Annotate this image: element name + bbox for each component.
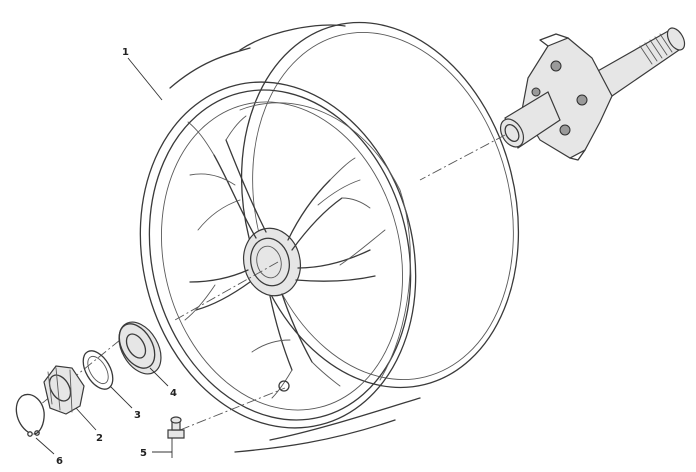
callout-2: 2 [96,433,103,444]
callout-1: 1 [122,47,129,58]
wheel-nut[interactable]: 2 [43,365,103,444]
wheel-rim[interactable]: 1 [105,0,556,457]
callout-3: 3 [134,410,141,421]
callout-6: 6 [56,456,63,467]
axle-hub-carrier[interactable] [496,25,688,161]
valve-stem[interactable]: 5 [140,416,185,459]
bearing-seal[interactable]: 4 [110,315,177,399]
callout-4: 4 [170,388,177,399]
spokes [184,115,386,399]
snap-ring[interactable]: 6 [15,393,63,467]
flat-washer[interactable]: 3 [77,346,141,421]
callout-5: 5 [140,448,147,459]
